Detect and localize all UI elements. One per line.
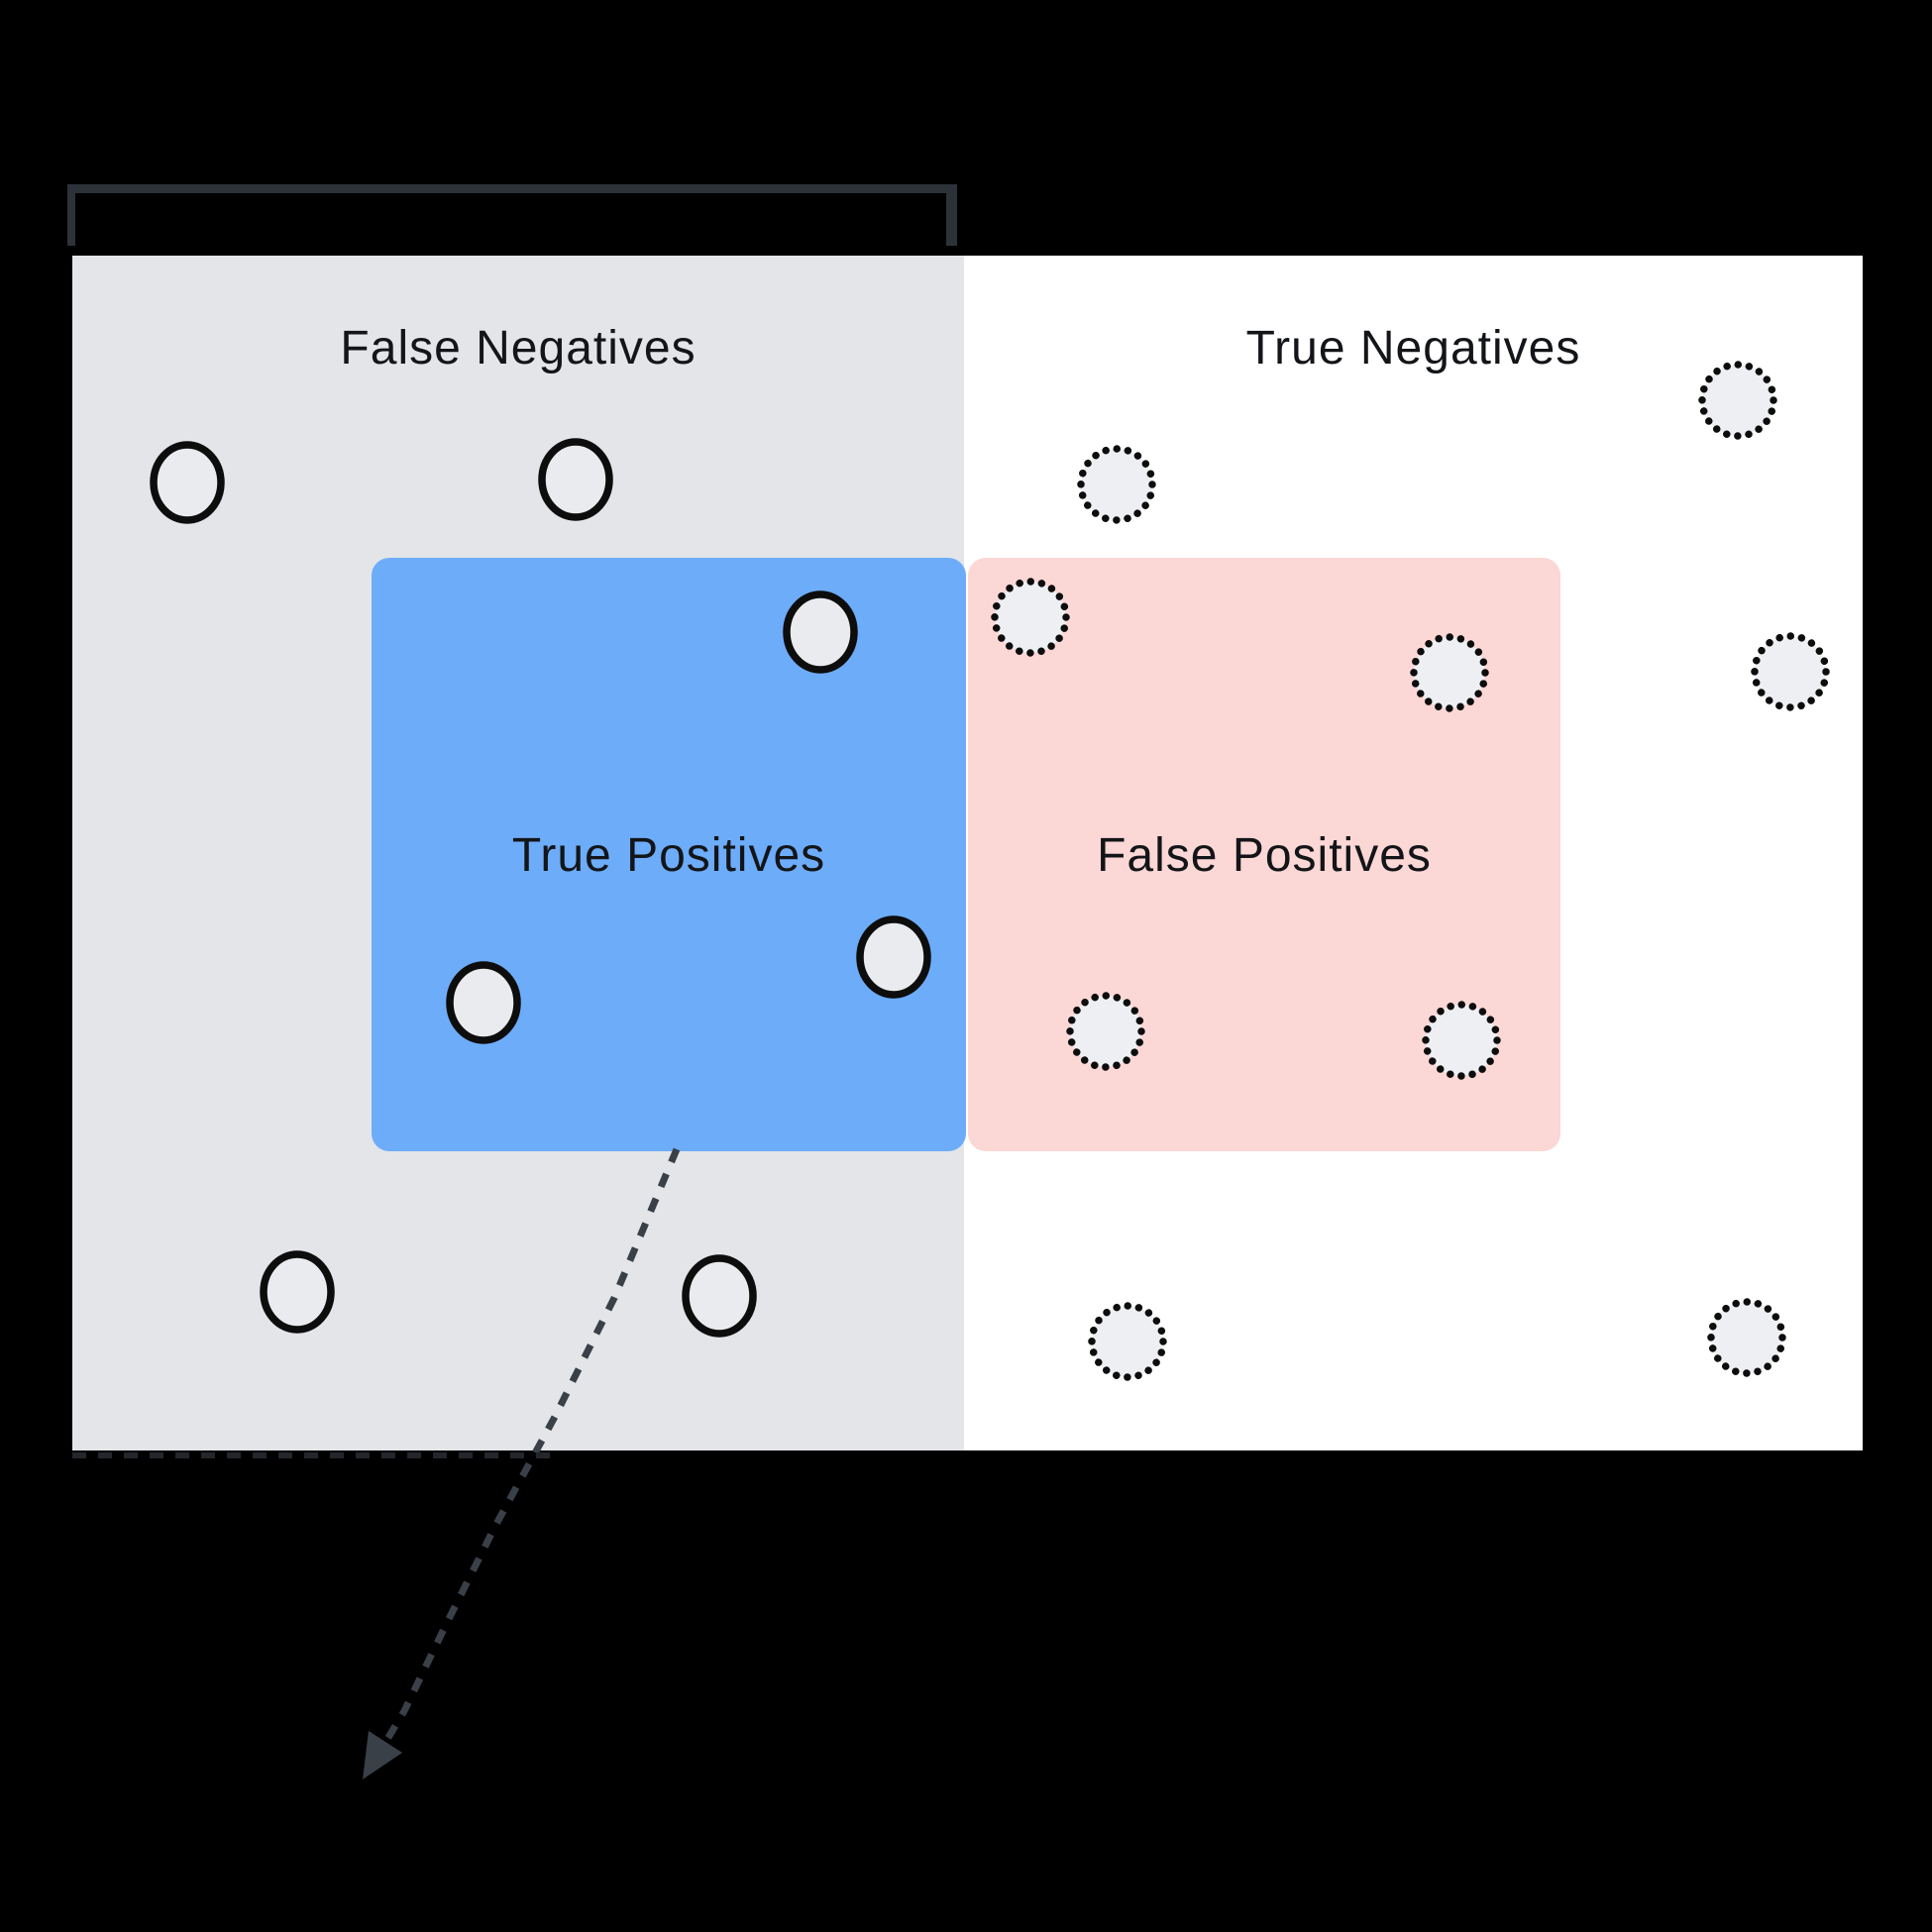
callout-arrow-head	[363, 1731, 402, 1779]
true-positives-box	[372, 558, 966, 1151]
false-negatives-label: False Negatives	[340, 322, 697, 375]
true-positives-label: True Positives	[511, 829, 826, 882]
true-negatives-label: True Negatives	[1245, 322, 1581, 375]
selection-bracket	[67, 184, 957, 246]
false-positives-label: False Positives	[1097, 829, 1432, 882]
